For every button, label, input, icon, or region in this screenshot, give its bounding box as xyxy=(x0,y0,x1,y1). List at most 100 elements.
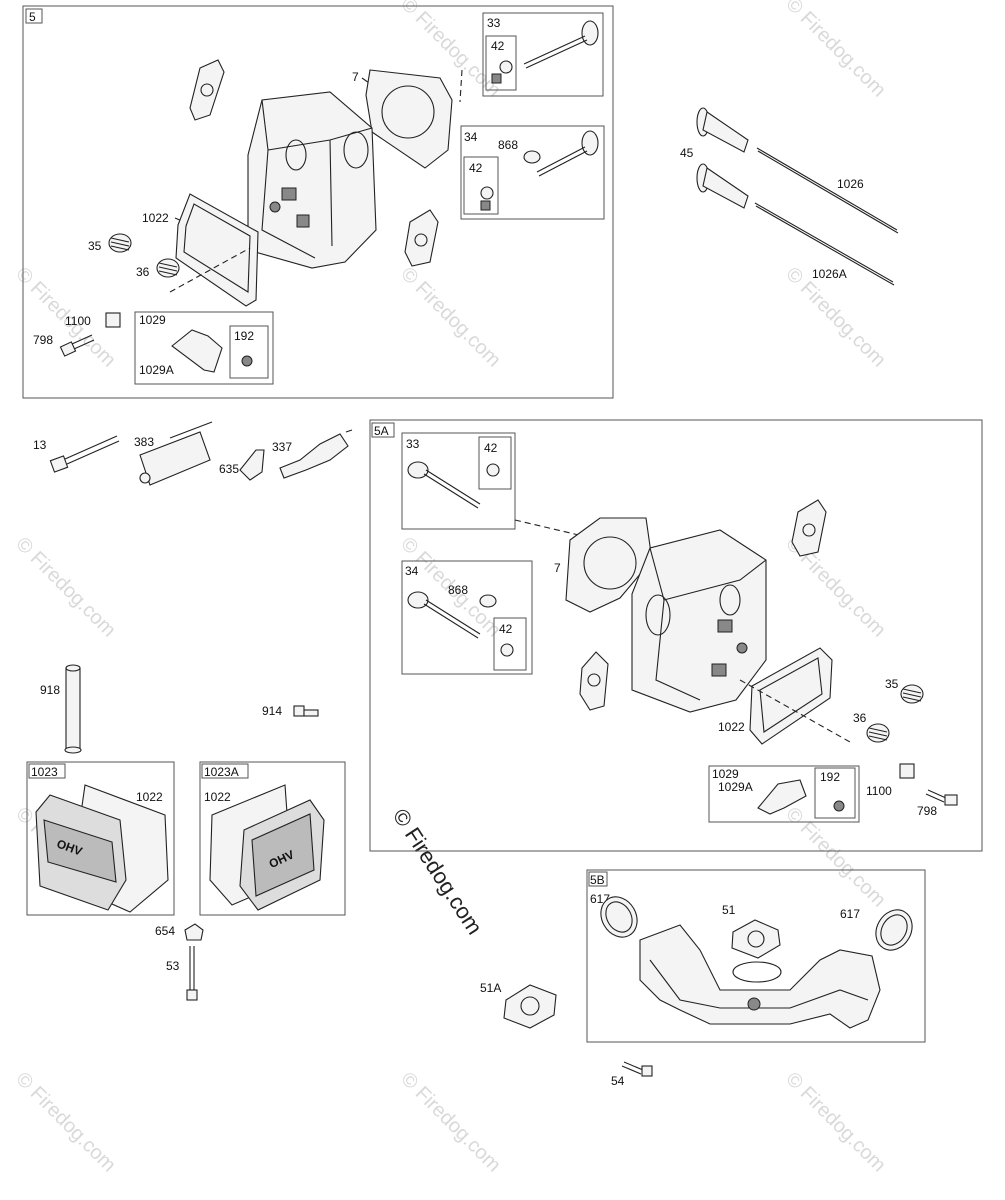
label-868: 868 xyxy=(498,138,518,152)
group-5b-tag-box xyxy=(588,871,608,887)
label-1029: 1029 xyxy=(139,313,166,327)
head-bolt-13 xyxy=(49,435,120,473)
gasket-bore xyxy=(381,85,435,139)
label-1026: 1026 xyxy=(837,177,864,191)
valve-insert-a-868 xyxy=(479,594,497,608)
group-5: 5 33 42 34 868 42 7 xyxy=(22,5,614,399)
label-33: 33 xyxy=(487,16,501,30)
intake-gasket-a-upper xyxy=(791,499,827,557)
label-b-51: 51 xyxy=(722,903,736,917)
misc-parts: 13 383 337 635 918 914 xyxy=(33,421,353,754)
valve-spring-a-36 xyxy=(866,723,890,743)
exhaust-valve-34 xyxy=(536,130,599,177)
label-51a: 51A xyxy=(480,981,501,995)
label-a-192: 192 xyxy=(820,770,840,784)
group-1023a-frame xyxy=(199,761,346,916)
head-gasket-7 xyxy=(365,69,453,169)
box-192 xyxy=(229,325,269,379)
label-42: 42 xyxy=(491,39,505,53)
box-42b xyxy=(463,156,499,215)
gasket-port xyxy=(200,83,214,97)
box-42 xyxy=(485,35,517,91)
watermark: © Firedog.com xyxy=(11,1068,120,1177)
label-35: 35 xyxy=(88,239,102,253)
cover-gasket-1022 xyxy=(175,193,259,307)
label-a-1029a: 1029A xyxy=(718,780,753,794)
label-a-1022: 1022 xyxy=(718,720,745,734)
label-1022: 1022 xyxy=(142,211,169,225)
valve-spring-36 xyxy=(156,258,180,278)
intake-valve-a-33 xyxy=(407,461,481,509)
intake-gasket-upper xyxy=(189,59,225,121)
label-a-42: 42 xyxy=(484,441,498,455)
watermark: © Firedog.com xyxy=(396,1068,505,1177)
label-383: 383 xyxy=(134,435,154,449)
group-5b-frame xyxy=(586,869,926,1043)
group-5a: 5A 33 42 34 868 42 7 xyxy=(369,419,983,852)
group-1023-tag-box xyxy=(28,763,66,779)
valve-keeper xyxy=(491,73,502,84)
group-1023-tag: 1023 xyxy=(31,765,58,779)
clamp-617a xyxy=(600,896,638,938)
breather-383 xyxy=(139,421,213,486)
group-5-tag: 5 xyxy=(29,10,36,24)
label-1026a: 1026A xyxy=(812,267,847,281)
rocker-stud-a-798 xyxy=(925,789,958,806)
valve-cover-1023a: OHV xyxy=(239,799,325,911)
assembly-line-a-b xyxy=(739,679,851,743)
gasket-a-bore xyxy=(583,536,637,590)
spark-plug-boot-635 xyxy=(239,449,265,481)
gasket-a-port-b xyxy=(587,673,601,687)
label-a-34: 34 xyxy=(405,564,419,578)
exhaust-valve-a-34 xyxy=(407,591,481,639)
label-1029a: 1029A xyxy=(139,363,174,377)
tappet-45a xyxy=(696,107,749,153)
head-gasket-a-7 xyxy=(565,517,653,613)
label-a-868: 868 xyxy=(448,583,468,597)
gasket-b-51 xyxy=(731,919,781,959)
label-1100: 1100 xyxy=(65,314,91,328)
box-a-33 xyxy=(401,432,516,530)
adjust-nut-192 xyxy=(241,355,253,367)
label-798: 798 xyxy=(33,333,53,347)
group-5b: 5B 617 51 617 xyxy=(586,869,926,1043)
watermark: © Firedog.com xyxy=(781,1068,890,1177)
group-1023a: 1023A 1022 OHV xyxy=(199,761,346,916)
group-5a-tag-box xyxy=(371,422,395,438)
group-5a-tag: 5A xyxy=(374,424,389,438)
cover-gasket-a-1022 xyxy=(749,647,833,745)
label-a-1100: 1100 xyxy=(866,784,892,798)
label-a-798: 798 xyxy=(917,804,937,818)
intake-valve-33 xyxy=(523,20,599,69)
stud-53 xyxy=(186,946,198,1001)
gasket-a-port xyxy=(802,523,816,537)
bolt-54 xyxy=(621,1061,653,1077)
rocker-arm-a-1029 xyxy=(757,779,807,815)
group-1023: 1023 1022 OHV xyxy=(26,761,175,916)
box-1029 xyxy=(134,311,274,385)
pushrod-1026 xyxy=(756,147,898,231)
valve-spring-a-35 xyxy=(900,684,924,704)
gasket-port-b xyxy=(414,233,428,247)
intake-gasket-lower xyxy=(404,209,439,267)
valve-seal-a-42 xyxy=(486,463,500,477)
box-a-42 xyxy=(478,436,512,490)
valve-seal-42b xyxy=(480,186,494,200)
label-53: 53 xyxy=(166,959,180,973)
label-36: 36 xyxy=(136,265,150,279)
box-a-42b xyxy=(493,617,527,671)
label-42b: 42 xyxy=(469,161,483,175)
label-914: 914 xyxy=(262,704,282,718)
label-a-7: 7 xyxy=(554,561,561,575)
rocker-pivot-a-1100 xyxy=(899,763,915,779)
spark-plug-337 xyxy=(279,429,353,479)
screw-914 xyxy=(293,705,319,717)
valve-insert-868 xyxy=(523,150,541,164)
box-a-1029 xyxy=(708,765,860,823)
label-a-35: 35 xyxy=(885,677,899,691)
nut-654 xyxy=(184,923,204,941)
intake-manifold xyxy=(639,924,881,1029)
cylinder-head-a xyxy=(631,529,767,713)
